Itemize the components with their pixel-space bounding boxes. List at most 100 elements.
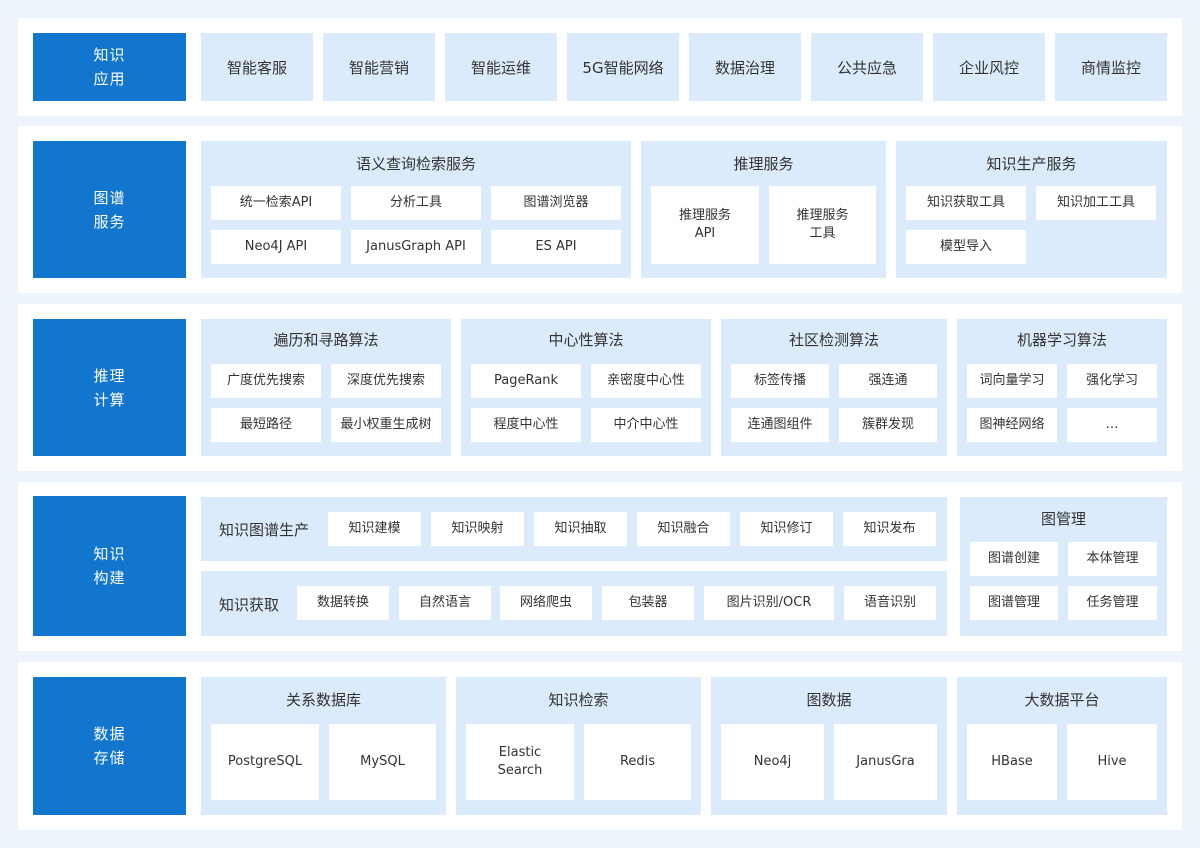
panel-kg-production: 知识图谱生产 知识建模 知识映射 知识抽取 知识融合 知识修订 知识发布 bbox=[201, 497, 947, 561]
panel-title: 知识生产服务 bbox=[986, 155, 1077, 173]
layer-label-line: 知识 bbox=[93, 46, 126, 64]
layer-label-line: 服务 bbox=[93, 212, 126, 231]
algorithm-item: 簇群发现 bbox=[839, 408, 937, 442]
service-item: ES API bbox=[491, 230, 621, 264]
panel-algorithm-group: 社区检测算法 标签传播 强连通 连通图组件 簇群发现 bbox=[721, 319, 947, 456]
build-item: 图谱管理 bbox=[970, 586, 1058, 620]
service-item-line: API bbox=[694, 226, 716, 241]
layer-label: 图谱 服务 bbox=[33, 141, 186, 278]
panel-storage-group: 知识检索 Elastic Search Redis bbox=[456, 677, 701, 815]
app-item: 智能运维 bbox=[445, 33, 557, 101]
app-item: 商情监控 bbox=[1055, 33, 1167, 101]
build-item: 图谱创建 bbox=[970, 542, 1058, 576]
service-item: 图谱浏览器 bbox=[491, 186, 621, 220]
layer-label-line: 图谱 bbox=[93, 188, 126, 207]
layer-label-line: 知识 bbox=[93, 545, 126, 563]
build-item: 任务管理 bbox=[1068, 586, 1157, 620]
build-item: 知识映射 bbox=[431, 512, 524, 546]
storage-item: Neo4j bbox=[721, 724, 824, 800]
algorithm-item: PageRank bbox=[471, 364, 581, 398]
panel-reasoning-service: 推理服务 推理服务 API 推理服务 工具 bbox=[641, 141, 886, 278]
storage-item-line: Neo4j bbox=[753, 754, 792, 769]
panel-algorithm-group: 机器学习算法 词向量学习 强化学习 图神经网络 … bbox=[957, 319, 1167, 456]
panel-title: 社区检测算法 bbox=[788, 331, 879, 349]
layer-label: 推理 计算 bbox=[33, 319, 186, 456]
app-item: 企业风控 bbox=[933, 33, 1045, 101]
panel-title: 中心性算法 bbox=[548, 331, 624, 349]
storage-item-line: PostgreSQL bbox=[227, 754, 303, 769]
panel-storage-group: 图数据 Neo4j JanusGra bbox=[711, 677, 947, 815]
storage-item: Redis bbox=[584, 724, 691, 800]
panel-title: 知识检索 bbox=[548, 691, 609, 709]
algorithm-item: 最短路径 bbox=[211, 408, 321, 442]
layer-label: 知识 应用 bbox=[33, 33, 186, 101]
algorithm-item: 标签传播 bbox=[731, 364, 829, 398]
algorithm-item: 最小权重生成树 bbox=[331, 408, 441, 442]
panel-algorithm-group: 中心性算法 PageRank 亲密度中心性 程度中心性 中介中心性 bbox=[461, 319, 711, 456]
app-item: 公共应急 bbox=[811, 33, 923, 101]
panel-title: 遍历和寻路算法 bbox=[273, 331, 379, 349]
algorithm-item: 亲密度中心性 bbox=[591, 364, 701, 398]
service-item: 知识获取工具 bbox=[906, 186, 1026, 220]
algorithm-item: 程度中心性 bbox=[471, 408, 581, 442]
panel-storage-group: 大数据平台 HBase Hive bbox=[957, 677, 1167, 815]
algorithm-item: 深度优先搜索 bbox=[331, 364, 441, 398]
layer-knowledge-application: 知识 应用 智能客服 智能营销 智能运维 5G智能网络 数据治理 公共应急 企业… bbox=[18, 18, 1182, 116]
service-item: 分析工具 bbox=[351, 186, 481, 220]
layer-data-storage: 数据 存储 关系数据库 PostgreSQL MySQL 知识检索 Elasti… bbox=[18, 662, 1182, 830]
app-item: 5G智能网络 bbox=[567, 33, 679, 101]
panel-knowledge-acquisition: 知识获取 数据转换 自然语言 网络爬虫 包装器 图片识别/OCR 语音识别 bbox=[201, 571, 947, 636]
build-item: 知识修订 bbox=[740, 512, 833, 546]
panel-semantic-query: 语义查询检索服务 统一检索API 分析工具 图谱浏览器 Neo4J API Ja… bbox=[201, 141, 631, 278]
service-item: 统一检索API bbox=[211, 186, 341, 220]
service-item-line: 工具 bbox=[809, 226, 836, 241]
layer-label-line: 存储 bbox=[93, 749, 126, 767]
panel-title: 知识获取 bbox=[219, 596, 280, 614]
service-item: JanusGraph API bbox=[351, 230, 481, 264]
panel-knowledge-production-service: 知识生产服务 知识获取工具 知识加工工具 模型导入 bbox=[896, 141, 1167, 278]
build-item: 语音识别 bbox=[844, 586, 936, 620]
algorithm-item: 强化学习 bbox=[1067, 364, 1157, 398]
storage-item: HBase bbox=[967, 724, 1057, 800]
storage-item: PostgreSQL bbox=[211, 724, 319, 800]
algorithm-item: 广度优先搜索 bbox=[211, 364, 321, 398]
panel-storage-group: 关系数据库 PostgreSQL MySQL bbox=[201, 677, 446, 815]
algorithm-item: 中介中心性 bbox=[591, 408, 701, 442]
layer-label-line: 应用 bbox=[93, 70, 126, 88]
storage-item-line: HBase bbox=[991, 754, 1033, 769]
build-item: 知识发布 bbox=[843, 512, 936, 546]
algorithm-item: … bbox=[1067, 408, 1157, 442]
storage-item: Elastic Search bbox=[466, 724, 574, 800]
panel-title: 推理服务 bbox=[733, 155, 794, 173]
build-item: 图片识别/OCR bbox=[704, 586, 834, 620]
service-item: Neo4J API bbox=[211, 230, 341, 264]
service-item: 推理服务 工具 bbox=[769, 186, 876, 264]
app-item: 数据治理 bbox=[689, 33, 801, 101]
build-item: 本体管理 bbox=[1068, 542, 1157, 576]
layer-label-line: 推理 bbox=[93, 366, 126, 385]
build-item: 包装器 bbox=[602, 586, 694, 620]
build-item: 知识抽取 bbox=[534, 512, 627, 546]
layer-label-line: 计算 bbox=[93, 390, 126, 409]
app-item: 智能营销 bbox=[323, 33, 435, 101]
panel-title: 关系数据库 bbox=[285, 691, 361, 709]
layer-knowledge-build: 知识 构建 知识图谱生产 知识建模 知识映射 知识抽取 知识融合 知识修订 知识… bbox=[18, 482, 1182, 651]
storage-item-line: JanusGra bbox=[856, 754, 915, 769]
layer-label-line: 数据 bbox=[93, 725, 126, 743]
storage-item: Hive bbox=[1067, 724, 1157, 800]
build-item: 知识融合 bbox=[637, 512, 730, 546]
storage-item-line: Redis bbox=[619, 754, 656, 769]
panel-title: 大数据平台 bbox=[1024, 691, 1100, 709]
build-item: 知识建模 bbox=[328, 512, 421, 546]
panel-title: 机器学习算法 bbox=[1016, 331, 1107, 349]
storage-item-line: Hive bbox=[1097, 754, 1127, 769]
service-item-line: 推理服务 bbox=[796, 208, 849, 223]
layer-label: 数据 存储 bbox=[33, 677, 186, 815]
build-item: 自然语言 bbox=[399, 586, 491, 620]
panel-title: 图管理 bbox=[1040, 510, 1086, 528]
panel-title: 知识图谱生产 bbox=[219, 521, 310, 539]
algorithm-item: 词向量学习 bbox=[967, 364, 1057, 398]
build-item: 网络爬虫 bbox=[500, 586, 592, 620]
algorithm-item: 强连通 bbox=[839, 364, 937, 398]
storage-item-line: Search bbox=[497, 763, 543, 778]
